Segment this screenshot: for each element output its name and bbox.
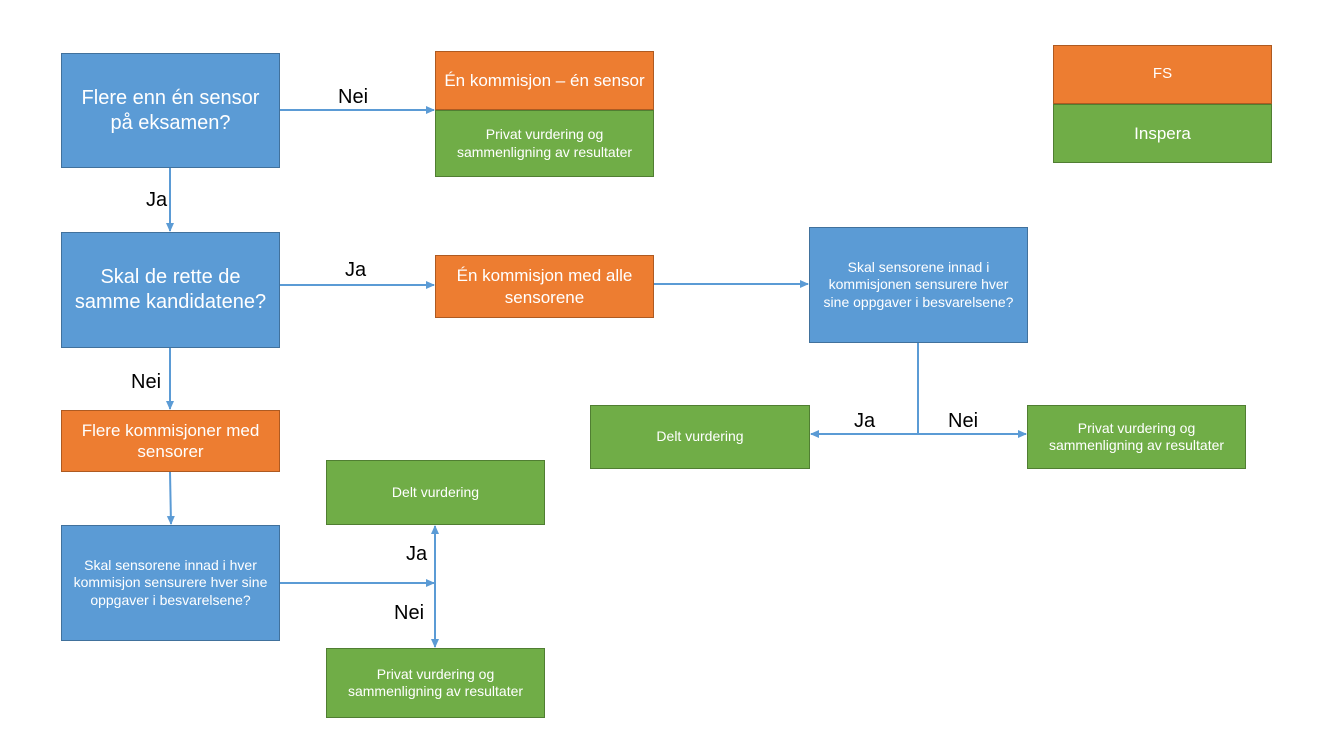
- outcome-one-commission-all-sensors: Én kommisjon med alle sensorene: [435, 255, 654, 318]
- outcome-multiple-commissions: Flere kommisjoner med sensorer: [61, 410, 280, 472]
- decision-split-tasks-commission: Skal sensorene innad i kommisjonen sensu…: [809, 227, 1028, 343]
- outcome-private-assessment-top-text: Privat vurdering og sammenligning av res…: [456, 126, 633, 160]
- outcome-private-assessment-bottom: Privat vurdering og sammenligning av res…: [326, 648, 545, 718]
- label-q4-yes: Ja: [406, 543, 428, 565]
- label-q1-yes: Ja: [146, 189, 168, 211]
- outcome-one-commission-one-sensor: Én kommisjon – én sensor: [435, 51, 654, 110]
- decision-multiple-sensors: Flere enn én sensor på eksamen?: [61, 53, 280, 168]
- label-q1-no: Nei: [338, 86, 369, 108]
- outcome-shared-assessment-bottom: Delt vurdering: [326, 460, 545, 525]
- outcome-shared-assessment-right: Delt vurdering: [590, 405, 810, 469]
- outcome-private-assessment-right-text: Privat vurdering og sammenligning av res…: [1048, 419, 1225, 454]
- legend-inspera: Inspera: [1053, 104, 1272, 163]
- legend-fs-text: FS: [1152, 65, 1173, 83]
- outcome-shared-assessment-bottom-text: Delt vurdering: [391, 483, 480, 500]
- decision-same-candidates-text: Skal de rette de samme kandidatene?: [74, 266, 267, 313]
- decision-split-tasks-commission-text: Skal sensorene innad i kommisjonen sensu…: [823, 258, 1014, 310]
- decision-same-candidates: Skal de rette de samme kandidatene?: [61, 232, 280, 348]
- label-q4-no: Nei: [394, 602, 425, 624]
- outcome-private-assessment-right: Privat vurdering og sammenligning av res…: [1027, 405, 1246, 469]
- outcome-private-assessment-top: Privat vurdering og sammenligning av res…: [435, 110, 654, 177]
- label-q2-no: Nei: [131, 371, 162, 393]
- outcome-multiple-commissions-text: Flere kommisjoner med sensorer: [81, 420, 260, 461]
- edge-multiple-to-q4: [166, 471, 175, 525]
- label-q3-yes: Ja: [854, 410, 876, 432]
- decision-multiple-sensors-text: Flere enn én sensor på eksamen?: [81, 86, 260, 134]
- outcome-private-assessment-bottom-text: Privat vurdering og sammenligning av res…: [347, 665, 524, 700]
- outcome-one-commission-all-sensors-text: Én kommisjon med alle sensorene: [456, 266, 633, 307]
- label-q3-no: Nei: [948, 410, 979, 432]
- outcome-shared-assessment-right-text: Delt vurdering: [656, 428, 744, 445]
- label-q2-yes: Ja: [345, 259, 367, 281]
- decision-split-tasks-each-commission: Skal sensorene innad i hver kommisjon se…: [61, 525, 280, 641]
- legend-inspera-text: Inspera: [1134, 123, 1191, 143]
- decision-split-tasks-each-commission-text: Skal sensorene innad i hver kommisjon se…: [73, 556, 268, 608]
- outcome-one-commission-one-sensor-text: Én kommisjon – én sensor: [444, 70, 645, 90]
- legend-fs: FS: [1053, 45, 1272, 104]
